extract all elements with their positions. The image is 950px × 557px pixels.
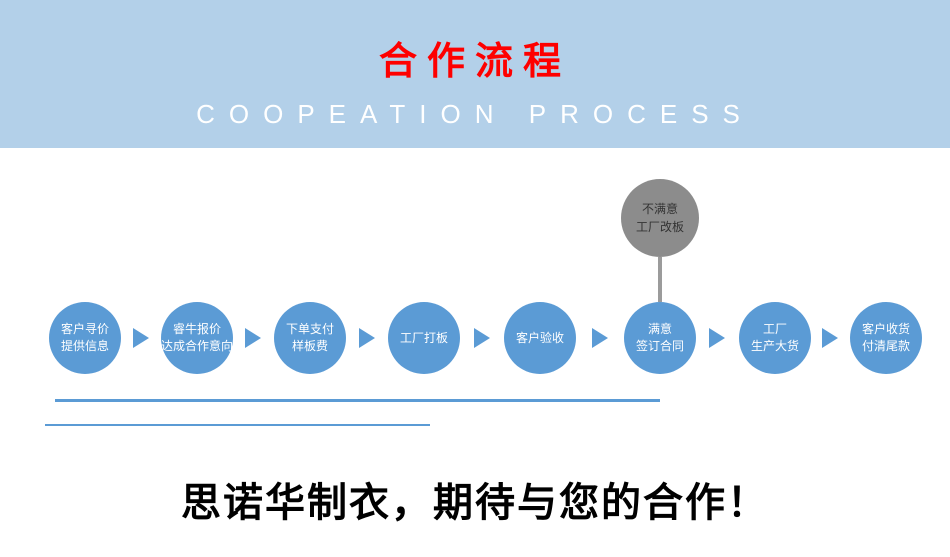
flow-node-final-payment: 客户收货 付清尾款 — [850, 302, 922, 374]
flow-node-order-payment-line1: 下单支付 — [285, 322, 334, 336]
arrow-right-icon — [822, 328, 838, 348]
flow-node-inquiry: 客户寻价 提供信息 — [49, 302, 121, 374]
arrow-right-icon — [474, 328, 490, 348]
page-subtitle: COOPEATION PROCESS — [196, 99, 754, 129]
flow-node-sample-making: 工厂打板 — [388, 302, 460, 374]
flow-node-quote: 睿牛报价 达成合作意向 — [161, 302, 233, 374]
branch-connector-line — [658, 257, 662, 302]
arrow-right-icon — [245, 328, 261, 348]
flow-node-bulk-production-line2: 生产大货 — [750, 339, 799, 353]
flow-node-quote-line2: 达成合作意向 — [161, 339, 234, 353]
flow-node-client-acceptance-line1: 客户验收 — [515, 330, 564, 345]
page-title: 合作流程 — [378, 41, 571, 83]
flow-node-sign-contract: 满意 签订合同 — [624, 302, 696, 374]
decor-line-short — [45, 424, 430, 426]
flow-node-quote-line1: 睿牛报价 — [172, 322, 221, 336]
flow-node-sign-contract-line2: 签订合同 — [635, 339, 684, 353]
decor-line-long — [55, 399, 660, 402]
flow-node-bulk-production-line1: 工厂 — [762, 322, 787, 336]
flow-node-inquiry-line2: 提供信息 — [60, 339, 109, 353]
flow-node-final-payment-line1: 客户收货 — [861, 322, 910, 336]
arrow-right-icon — [709, 328, 725, 348]
flow-node-rework-line1: 不满意 — [641, 202, 678, 216]
footer-slogan: 思诺华制衣，期待与您的合作！ — [181, 480, 769, 526]
process-flowchart: 不满意 工厂改板 客户寻价 提供信息 睿牛报价 达成合作意向 下单支付 样板费 … — [0, 148, 950, 448]
flow-node-rework-line2: 工厂改板 — [635, 220, 684, 234]
flow-node-order-payment: 下单支付 样板费 — [274, 302, 346, 374]
flow-node-order-payment-line2: 样板费 — [291, 339, 328, 353]
flow-node-sample-making-line1: 工厂打板 — [399, 330, 448, 345]
arrow-right-icon — [592, 328, 608, 348]
banner: 合作流程 COOPEATION PROCESS — [0, 0, 950, 148]
flow-node-final-payment-line2: 付清尾款 — [861, 339, 910, 353]
flow-node-inquiry-line1: 客户寻价 — [60, 322, 109, 336]
flow-node-client-acceptance: 客户验收 — [504, 302, 576, 374]
flow-node-rework: 不满意 工厂改板 — [621, 179, 699, 257]
arrow-right-icon — [359, 328, 375, 348]
arrow-right-icon — [133, 328, 149, 348]
flow-node-bulk-production: 工厂 生产大货 — [739, 302, 811, 374]
flow-node-sign-contract-line1: 满意 — [647, 322, 672, 336]
